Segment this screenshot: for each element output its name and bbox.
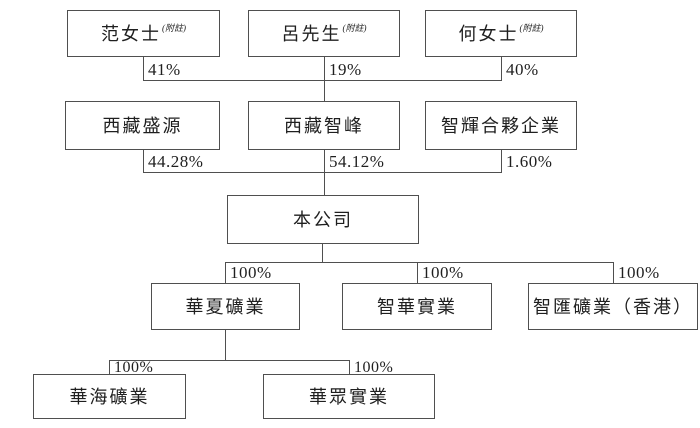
node-subsub-huahai: 華海礦業	[33, 374, 186, 419]
connector-line	[324, 172, 325, 195]
owner-fan-label: 范女士	[101, 23, 161, 44]
owner-he-label: 何女士	[458, 23, 519, 44]
node-sub-huaxia: 華夏礦業	[151, 283, 300, 330]
stake-label: 100%	[114, 359, 154, 376]
connector-line	[613, 262, 614, 283]
node-owner-fan: 范女士(附註)	[67, 10, 220, 57]
sub-zhihui-hk-label: 智匯礦業（香港）	[533, 296, 693, 317]
connector-line	[225, 262, 614, 263]
holdco-zhifeng-label: 西藏智峰	[284, 115, 364, 136]
connector-line	[417, 262, 418, 283]
node-owner-he: 何女士(附註)	[425, 10, 577, 57]
connector-line	[324, 57, 325, 80]
connector-line	[349, 360, 350, 374]
node-holdco-zhifeng: 西藏智峰	[248, 101, 400, 150]
company-label: 本公司	[293, 209, 353, 230]
stake-label: 100%	[354, 359, 394, 376]
stake-label: 100%	[230, 263, 272, 282]
stake-label: 41%	[148, 60, 181, 79]
connector-line	[225, 330, 226, 360]
stake-label: 100%	[618, 263, 660, 282]
stake-label: 19%	[329, 60, 362, 79]
connector-line	[501, 150, 502, 172]
connector-line	[109, 360, 110, 374]
stake-label: 44.28%	[148, 152, 204, 171]
owner-lyu-label: 呂先生	[281, 23, 342, 44]
stake-label: 40%	[506, 60, 539, 79]
connector-line	[324, 80, 325, 101]
subsub-huahai-label: 華海礦業	[69, 386, 150, 407]
sub-zhihua-label: 智華實業	[377, 296, 457, 317]
node-sub-zhihua: 智華實業	[342, 283, 492, 330]
owner-lyu-note: (附註)	[342, 23, 367, 33]
node-subsub-huazhong: 華眾實業	[263, 374, 435, 419]
node-holdco-zhihui-partnership: 智輝合夥企業	[425, 101, 577, 150]
connector-line	[324, 150, 325, 172]
stake-label: 100%	[422, 263, 464, 282]
connector-line	[501, 57, 502, 80]
owner-fan-note: (附註)	[162, 23, 186, 33]
node-sub-zhihui-hk: 智匯礦業（香港）	[528, 283, 698, 330]
connector-line	[109, 360, 349, 361]
connector-line	[143, 57, 144, 80]
connector-line	[225, 262, 226, 283]
owner-he-note: (附註)	[519, 23, 544, 33]
sub-huaxia-label: 華夏礦業	[185, 296, 266, 317]
holdco-shengyuan-label: 西藏盛源	[102, 115, 183, 136]
connector-line	[143, 150, 144, 172]
node-holdco-shengyuan: 西藏盛源	[65, 101, 220, 150]
stake-label: 1.60%	[506, 152, 553, 171]
holdco-zhihui-partnership-label: 智輝合夥企業	[441, 115, 561, 136]
connector-line	[143, 80, 502, 81]
connector-line	[143, 172, 502, 173]
subsub-huazhong-label: 華眾實業	[309, 386, 389, 407]
stake-label: 54.12%	[329, 152, 385, 171]
connector-line	[322, 244, 323, 262]
node-owner-lyu: 呂先生(附註)	[248, 10, 400, 57]
node-company: 本公司	[227, 195, 419, 244]
